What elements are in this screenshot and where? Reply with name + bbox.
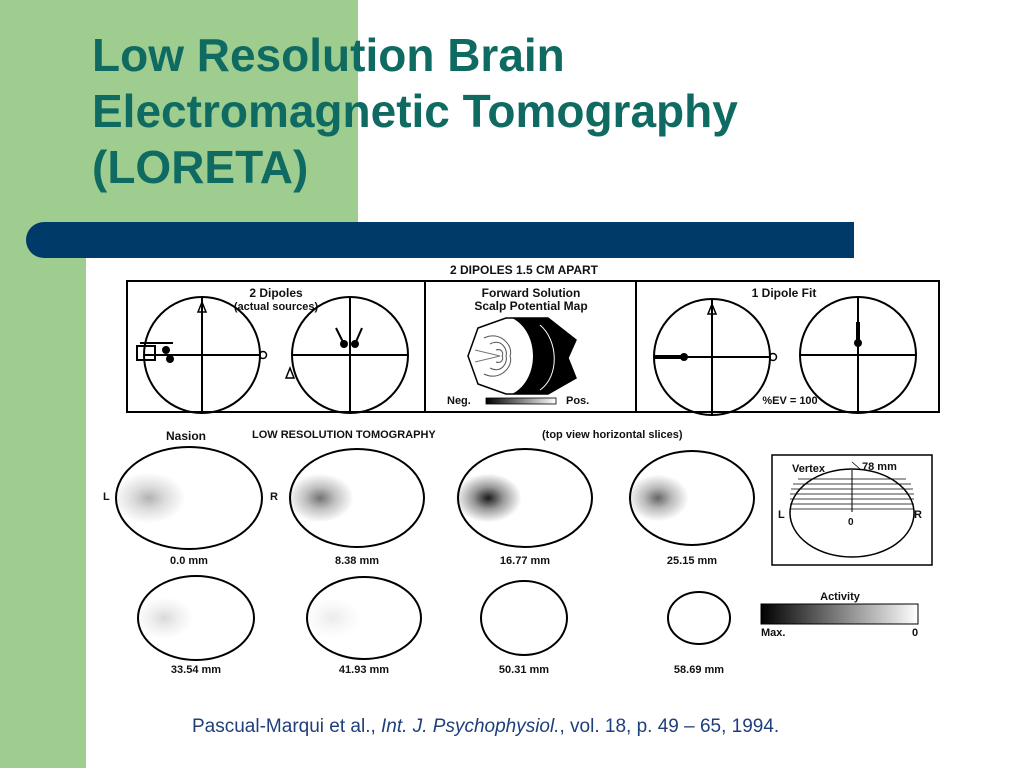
- vertex-label: Vertex: [792, 463, 826, 475]
- slice-7: 50.31 mm: [480, 580, 568, 676]
- vertex-r-label: R: [914, 509, 922, 521]
- title-line-2: Electromagnetic Tomography: [92, 85, 738, 137]
- slice-activity-blob: [454, 473, 522, 523]
- slice-8: 58.69 mm: [667, 591, 731, 676]
- top-accent-strip: [86, 0, 358, 224]
- tomography-sublabel: (top view horizontal slices): [542, 429, 683, 441]
- citation-authors: Pascual-Marqui et al.,: [192, 716, 382, 737]
- panel-left-title: 2 Dipoles: [249, 286, 303, 300]
- slice-3: 16.77 mm: [454, 448, 593, 567]
- slice-activity-blob: [626, 474, 689, 522]
- activity-title: Activity: [820, 591, 861, 603]
- potential-scale-bar: [485, 397, 557, 405]
- slice-activity-blob: [135, 597, 194, 639]
- slice-depth-label: 16.77 mm: [500, 555, 550, 567]
- ev-label: %EV = 100: [762, 395, 817, 407]
- side-accent-strip: [0, 0, 86, 768]
- figure-header: 2 DIPOLES 1.5 CM APART: [450, 263, 599, 277]
- nasion-label: Nasion: [166, 429, 206, 443]
- slice-depth-label: 8.38 mm: [335, 555, 379, 567]
- slice-right-label: R: [270, 491, 278, 503]
- slice-left-label: L: [103, 491, 110, 503]
- slice-depth-label: 58.69 mm: [674, 664, 724, 676]
- vertex-zero-label: 0: [848, 517, 854, 528]
- head-diagram-actual-top: [284, 296, 409, 414]
- slice-6: 41.93 mm: [304, 576, 422, 676]
- title-line-3: (LORETA): [92, 141, 309, 193]
- tomography-slices: 0.0 mm 8.38 mm 16.77 mm 25.15 mm 33.54 mm 41.…: [112, 446, 755, 676]
- panel-middle-subtitle: Scalp Potential Map: [474, 299, 587, 313]
- panel-middle-title: Forward Solution: [482, 286, 581, 300]
- head-diagram-fit-top: [799, 296, 917, 414]
- title-divider-bar: [26, 222, 854, 258]
- slice-activity-blob: [286, 473, 354, 523]
- panel-right-title: 1 Dipole Fit: [752, 286, 817, 300]
- slice-depth-label: 25.15 mm: [667, 555, 717, 567]
- title-line-1: Low Resolution Brain: [92, 29, 565, 81]
- slice-depth-label: 41.93 mm: [339, 664, 389, 676]
- panel-left-subtitle: (actual sources): [234, 301, 319, 313]
- slice-depth-label: 50.31 mm: [499, 664, 549, 676]
- citation-details: , vol. 18, p. 49 – 65, 1994.: [559, 716, 780, 737]
- pos-label: Pos.: [566, 395, 589, 407]
- slice-depth-label: 33.54 mm: [171, 664, 221, 676]
- vertex-depth-label: 78 mm: [862, 461, 897, 473]
- tomography-label: LOW RESOLUTION TOMOGRAPHY: [252, 429, 436, 441]
- scalp-potential-map: [467, 317, 577, 395]
- activity-scale-bar: [760, 603, 919, 625]
- slice-4: 25.15 mm: [626, 450, 755, 567]
- slice-activity-blob: [304, 597, 362, 639]
- head-diagram-fit-side: [653, 298, 778, 416]
- vertex-inset: [771, 454, 933, 566]
- vertex-l-label: L: [778, 509, 785, 521]
- slice-outline: [480, 580, 568, 656]
- citation: Pascual-Marqui et al., Int. J. Psychophy…: [192, 716, 779, 738]
- slice-5: 33.54 mm: [135, 575, 255, 676]
- activity-min-label: 0: [912, 627, 918, 639]
- head-diagram-actual-side: [136, 296, 268, 414]
- slice-outline: [667, 591, 731, 645]
- slice-2: 8.38 mm: [286, 448, 425, 567]
- slice-activity-blob: [112, 472, 186, 524]
- activity-max-label: Max.: [761, 627, 785, 639]
- citation-journal: Int. J. Psychophysiol.: [381, 716, 560, 737]
- neg-label: Neg.: [447, 395, 471, 407]
- top-panels-frame: [126, 280, 940, 413]
- slice-depth-label: 0.0 mm: [170, 555, 208, 567]
- slice-1: 0.0 mm: [112, 446, 263, 567]
